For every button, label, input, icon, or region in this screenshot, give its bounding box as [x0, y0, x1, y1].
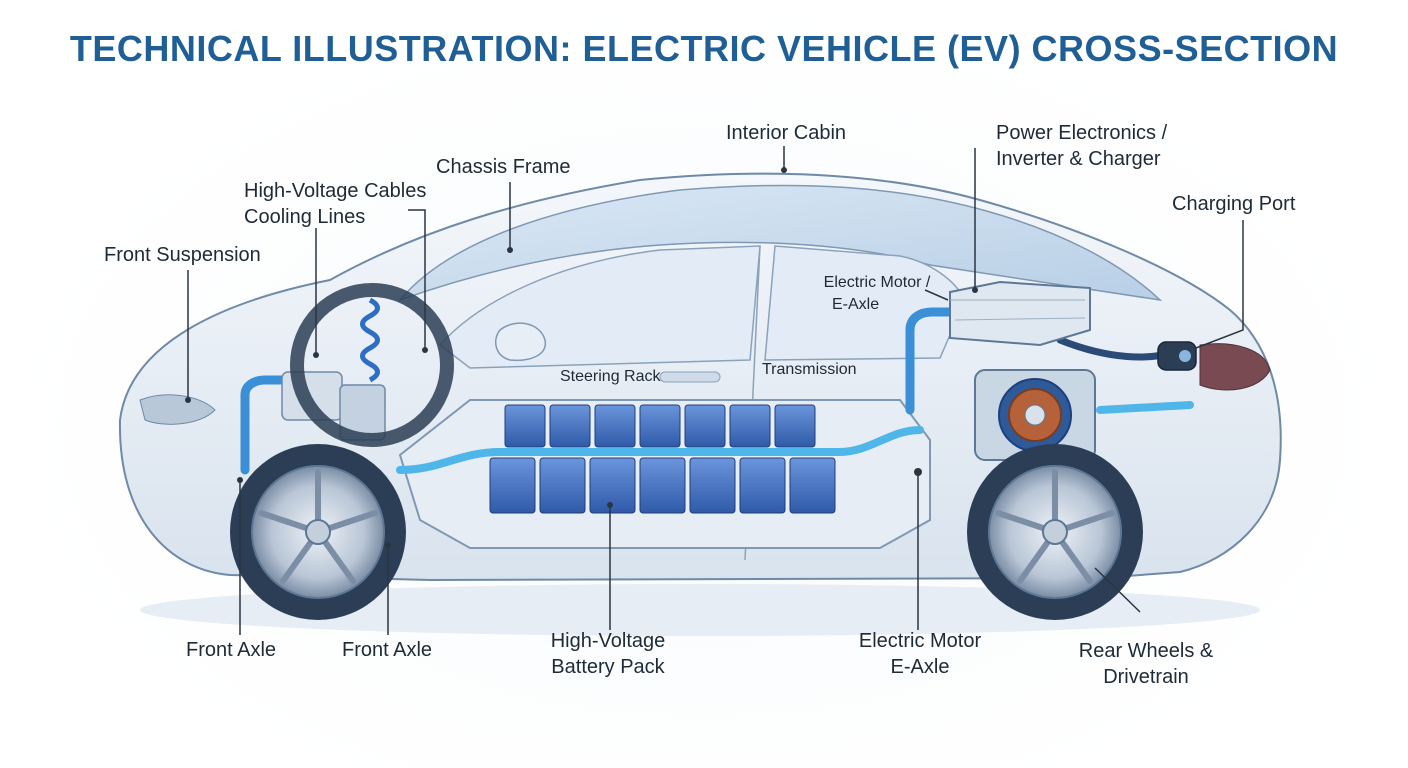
headlight	[139, 394, 216, 425]
label-line: Drivetrain	[1103, 666, 1189, 688]
ground-shadow	[140, 584, 1260, 636]
label-line: Electric Motor	[858, 630, 982, 652]
label-battery-pack: High-Voltage Battery Pack	[528, 628, 688, 680]
label-line: Battery Pack	[551, 656, 665, 678]
front-upper-tire	[290, 283, 454, 447]
label-front-axle-left: Front Axle	[186, 637, 276, 663]
rear-wheel	[967, 444, 1143, 620]
side-mirror	[494, 322, 546, 362]
label-front-axle-right: Front Axle	[342, 637, 432, 663]
coolant-line-main	[396, 426, 924, 474]
label-front-suspension: Front Suspension	[104, 242, 261, 268]
label-line: High-Voltage Cables	[244, 180, 427, 202]
front-wheel	[230, 444, 406, 620]
label-rear-wheels-drivetrain: Rear Wheels & Drivetrain	[1066, 638, 1226, 690]
charging-port	[1157, 341, 1197, 371]
label-line: Front Suspension	[104, 244, 261, 266]
door-handle	[659, 371, 721, 383]
rear-motor	[974, 369, 1096, 461]
label-hv-cables-cooling: High-Voltage Cables Cooling Lines	[244, 178, 426, 230]
label-line: Cooling Lines	[244, 206, 366, 228]
battery-modules-lower	[489, 457, 836, 514]
label-electric-motor-upper: Electric Motor / E-Axle	[812, 272, 942, 316]
label-line: Electric Motor /	[823, 274, 931, 291]
label-line: E-Axle	[832, 296, 880, 313]
label-power-electronics: Power Electronics / Inverter & Charger	[996, 120, 1167, 172]
label-interior-cabin: Interior Cabin	[726, 120, 846, 146]
leader-lines	[187, 146, 1244, 635]
leader-dots	[185, 167, 978, 548]
page-title: TECHNICAL ILLUSTRATION: ELECTRIC VEHICLE…	[69, 28, 1339, 69]
label-line: Front Axle	[342, 639, 433, 661]
label-transmission: Transmission	[762, 359, 857, 381]
label-line: High-Voltage	[550, 630, 666, 652]
coolant-line-rear	[905, 307, 965, 415]
windshield-and-roof-glass	[397, 184, 1163, 302]
coolant-line-front	[240, 375, 305, 475]
label-steering-rack: Steering Rack	[560, 366, 661, 388]
label-line: Charging Port	[1172, 193, 1296, 215]
taillight	[1199, 343, 1271, 391]
label-electric-motor-lower: Electric Motor E-Axle	[845, 628, 995, 680]
front-coil-spring	[360, 297, 380, 383]
label-line: Rear Wheels &	[1078, 640, 1214, 662]
battery-modules-upper	[504, 404, 816, 448]
label-line: Power Electronics /	[996, 122, 1168, 144]
hv-line-rear	[1096, 401, 1194, 414]
label-line: Inverter & Charger	[996, 148, 1161, 170]
label-line: Transmission	[762, 361, 857, 378]
label-line: Chassis Frame	[436, 156, 571, 178]
label-charging-port: Charging Port	[1172, 191, 1295, 217]
label-line: Steering Rack	[560, 368, 661, 385]
label-line: E-Axle	[890, 656, 950, 678]
label-chassis-frame: Chassis Frame	[436, 154, 570, 180]
label-line: Front Axle	[186, 639, 277, 661]
power-electronics-box	[949, 280, 1091, 347]
label-line: Interior Cabin	[726, 122, 847, 144]
